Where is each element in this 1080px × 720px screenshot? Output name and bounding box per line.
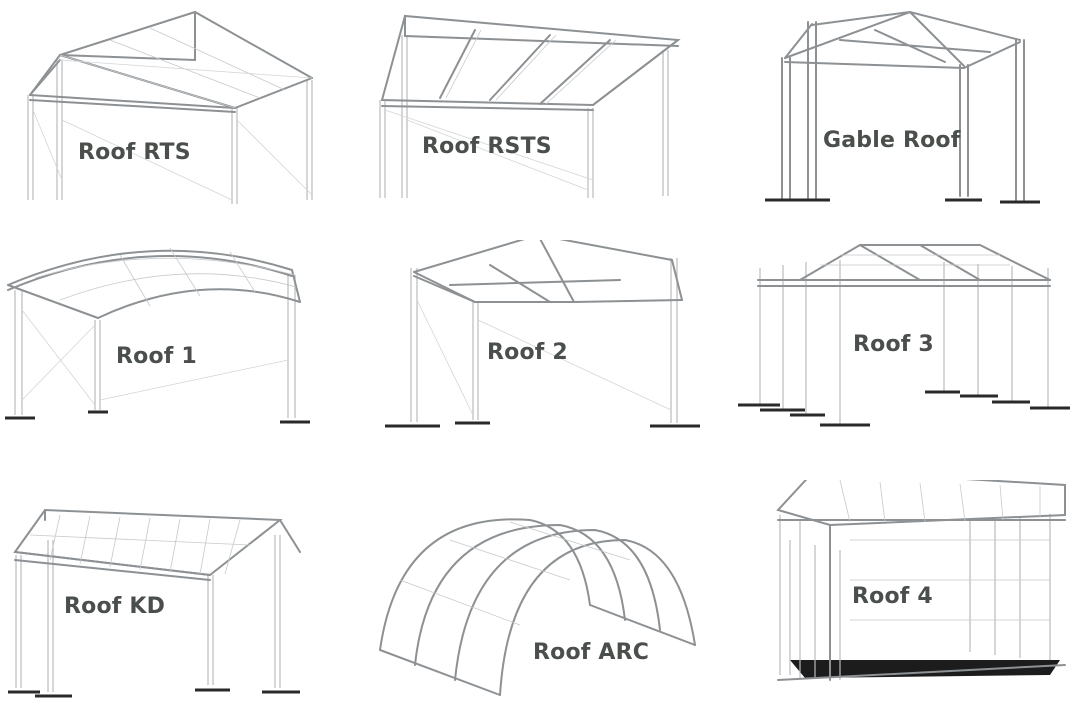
roof-rts-card: Roof RTS <box>0 0 360 240</box>
roof-1-card: Roof 1 <box>0 240 360 480</box>
roof-1-label: Roof 1 <box>116 344 197 369</box>
roof-4-label: Roof 4 <box>852 584 933 609</box>
roof-arc-illustration <box>379 518 696 696</box>
roof-4-card: Roof 4 <box>720 480 1080 720</box>
roof-2-illustration <box>385 240 700 428</box>
roof-arc-card: Roof ARC <box>360 480 720 720</box>
roof-rsts-illustration <box>379 14 681 198</box>
roof-3-label: Roof 3 <box>853 332 934 357</box>
roof-kd-label: Roof KD <box>64 594 166 619</box>
gable-roof-label: Gable Roof <box>823 128 961 153</box>
gable-roof-card: Gable Roof <box>720 0 1080 240</box>
roof-rsts-label: Roof RSTS <box>422 134 552 159</box>
roof-kd-illustration <box>8 508 301 698</box>
roof-2-card: Roof 2 <box>360 240 720 480</box>
roof-3-card: Roof 3 <box>720 240 1080 480</box>
roof-kd-card: Roof KD <box>0 480 360 720</box>
roof-1-illustration <box>5 247 310 424</box>
roof-arc-label: Roof ARC <box>533 640 650 665</box>
roof-4-illustration <box>776 480 1066 681</box>
roof-3-illustration <box>738 244 1070 427</box>
roof-2-label: Roof 2 <box>487 340 568 365</box>
roof-rsts-card: Roof RSTS <box>360 0 720 240</box>
stage-deck <box>790 660 1060 678</box>
roof-rts-illustration <box>27 10 313 204</box>
gable-roof-illustration <box>765 10 1040 204</box>
roof-rts-label: Roof RTS <box>78 140 191 165</box>
